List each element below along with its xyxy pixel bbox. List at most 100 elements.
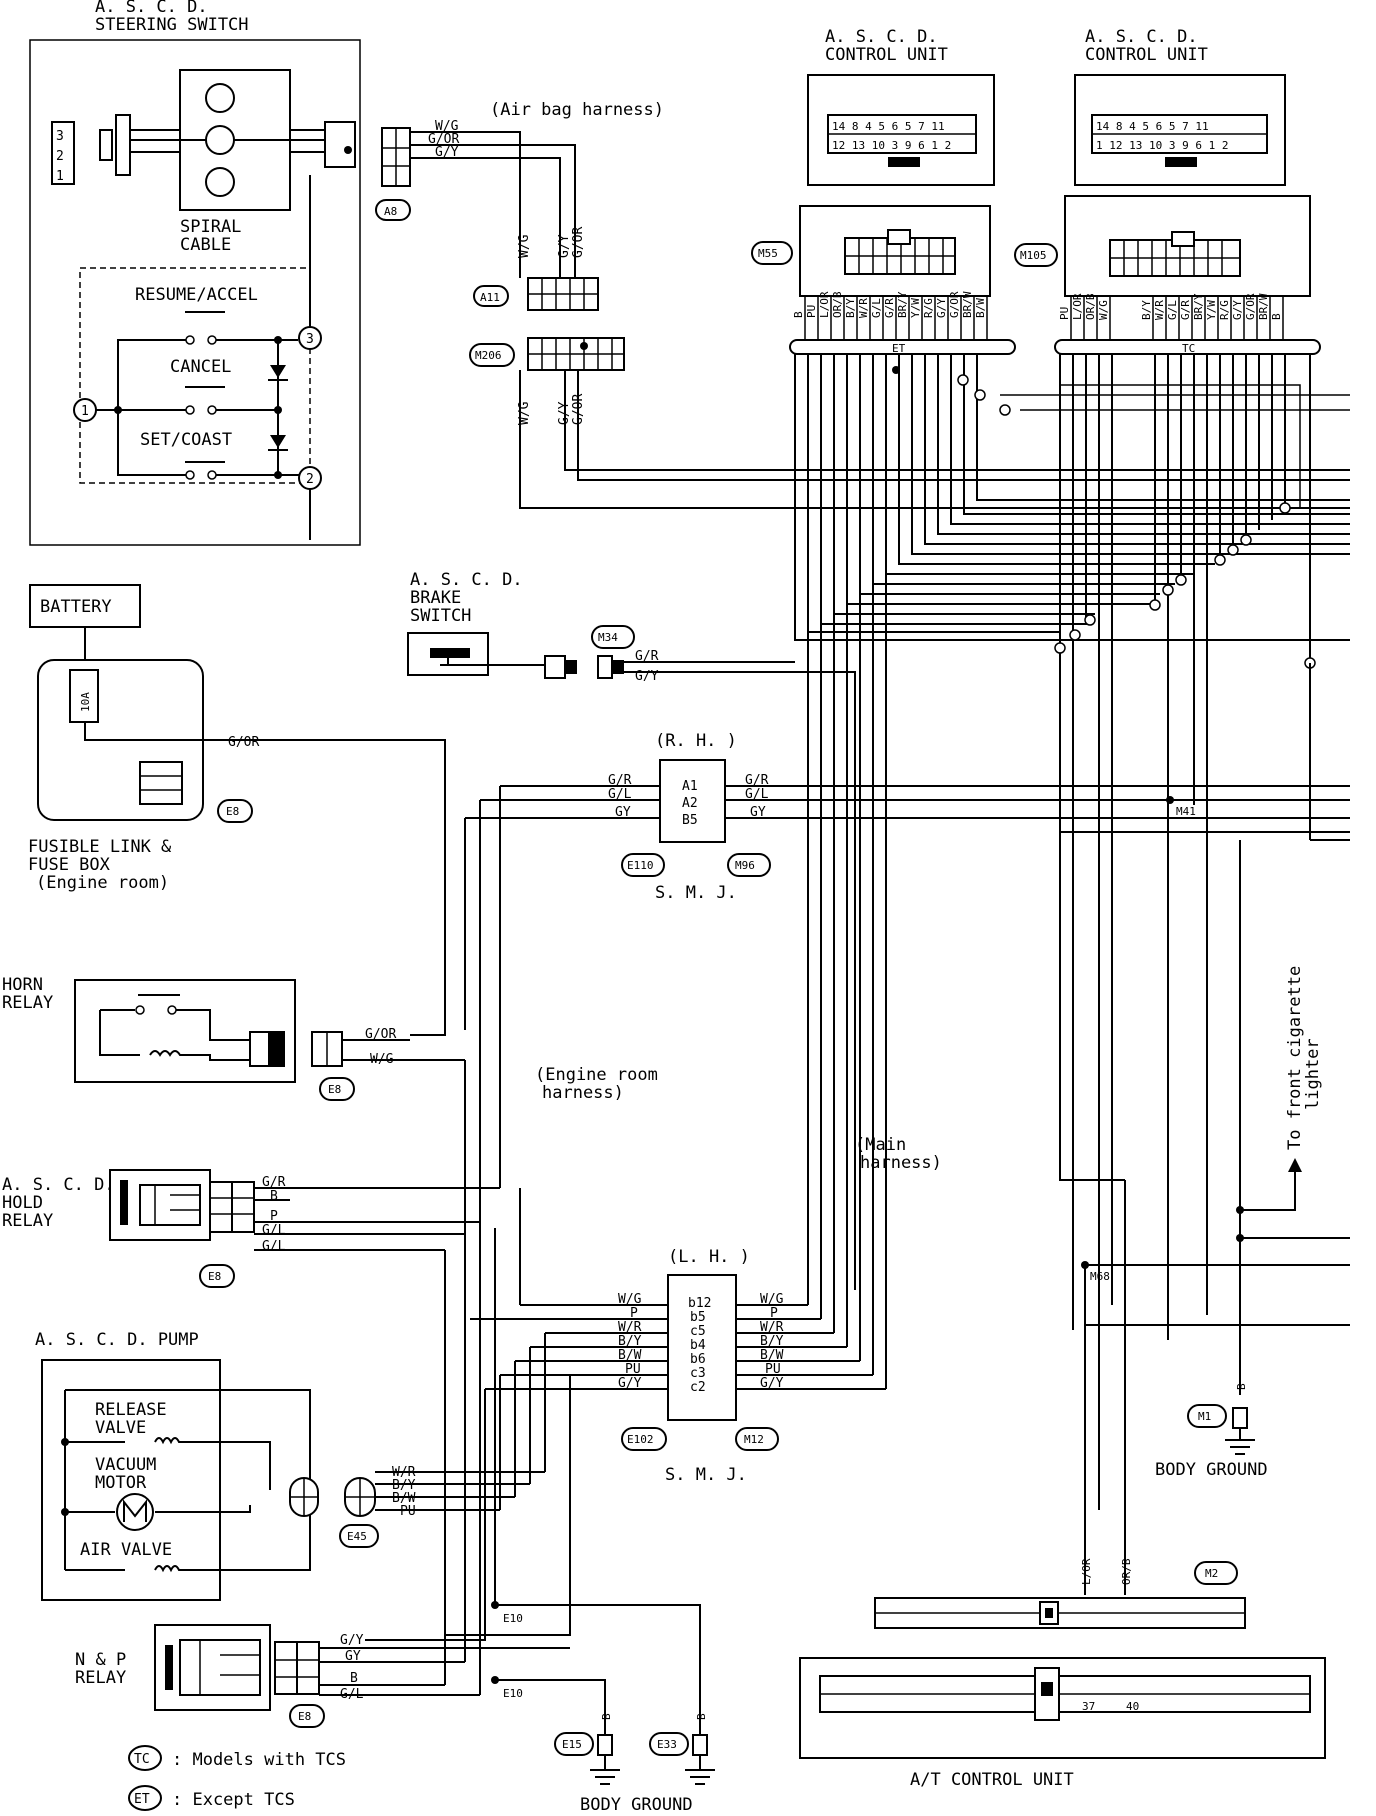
e15-wire-b: B <box>600 1713 613 1720</box>
hold-relay-label-1: A. S. C. D. <box>2 1175 115 1195</box>
m105-label: M105 <box>1020 249 1047 262</box>
e15-tag <box>554 1732 594 1756</box>
m12-label: M12 <box>744 1433 764 1446</box>
battery-label: BATTERY <box>40 597 112 617</box>
svg-text:STEERING SWITCH: STEERING SWITCH <box>95 15 249 35</box>
legend-et-text: : Except TCS <box>172 1790 295 1810</box>
set-coast-label: SET/COAST <box>140 430 232 450</box>
smj-rh-l-gy: GY <box>615 805 631 820</box>
smj-lh-pin-c3: c3 <box>690 1366 706 1381</box>
et-pin-gl: G/L <box>870 298 883 318</box>
m55-tag <box>751 241 793 265</box>
legend-et-badge <box>128 1785 162 1811</box>
np-wire-gl: G/L <box>340 1687 364 1702</box>
airbag-wire-gy: G/Y <box>435 145 459 160</box>
e15-label: E15 <box>562 1738 582 1751</box>
smj-lh: (L. H. ) b12 b5 c5 b4 b6 c3 c2 W/G P W/R… <box>470 1247 886 1485</box>
tc-pin-gor: G/OR <box>1244 293 1257 320</box>
battery-block: BATTERY 10A G/OR E8 FUSIBLE LINK & FUSE … <box>28 584 446 1036</box>
tc-pin-gr: G/R <box>1179 300 1192 320</box>
pump-vacuum-1: VACUUM <box>95 1455 156 1475</box>
at-wire-orb: OR/B <box>1120 1558 1133 1585</box>
smj-lh-l-wr: W/R <box>618 1320 642 1335</box>
brake-switch-block: A. S. C. D. BRAKE SWITCH M34 G/R G/Y <box>407 570 856 1290</box>
et-pin-gr: G/R <box>883 298 896 318</box>
hold-wire-b: B <box>270 1189 278 1204</box>
e110-tag <box>621 853 665 877</box>
steering-plug-body <box>115 114 131 176</box>
m68-label: M68 <box>1090 1270 1110 1283</box>
et-pin-labels: B PU L/OR OR/B B/Y W/R G/L G/R BR/Y Y/W … <box>792 291 987 318</box>
pump-release-1: RELEASE <box>95 1400 167 1420</box>
pump-wire-pu: PU <box>400 1504 416 1519</box>
m96-label: M96 <box>735 859 755 872</box>
tc-pin-orb: OR/B <box>1084 293 1097 320</box>
smj-lh-r-pu: PU <box>765 1362 781 1377</box>
smj-rh-r-gy: GY <box>750 805 766 820</box>
m12-tag <box>735 1427 779 1451</box>
m41-label: M41 <box>1176 805 1196 818</box>
spiral-label-1: SPIRAL <box>180 217 241 237</box>
smj-lh-l-bw: B/W <box>618 1348 642 1363</box>
smj-rh-r-gl: G/L <box>745 787 769 802</box>
body-ground-label-bottom: BODY GROUND <box>580 1795 693 1815</box>
fusible-link-label-2: FUSE BOX <box>28 855 111 875</box>
ascd-control-unit-tc: A. S. C. D. CONTROL UNIT 14 8 4 5 6 5 7 … <box>1014 27 1321 355</box>
et-pin-gor: G/OR <box>948 291 961 318</box>
at-wire-lor: L/OR <box>1080 1558 1093 1585</box>
tc-pin-yw: Y/W <box>1205 300 1218 320</box>
e33-tag <box>649 1732 689 1756</box>
cu-tc-pins-top: 14 8 4 5 6 5 7 11 <box>1096 120 1209 133</box>
at-cu-label: A/T CONTROL UNIT <box>910 1770 1074 1790</box>
m1-body-ground: M68 B M1 BODY GROUND <box>1081 1261 1268 1480</box>
pump-wire-bw: B/W <box>392 1491 416 1506</box>
e8-hold-label: E8 <box>208 1270 221 1283</box>
np-relay-label-2: RELAY <box>75 1668 126 1688</box>
smj-rh-title: (R. H. ) <box>655 731 737 751</box>
pump-wire-wr: W/R <box>392 1465 416 1480</box>
hold-wire-p: P <box>270 1209 278 1224</box>
cancel-label: CANCEL <box>170 357 231 377</box>
et-bus <box>789 339 1016 355</box>
smj-lh-pin-c2: c2 <box>690 1380 706 1395</box>
tc-pin-rg: R/G <box>1218 300 1231 320</box>
resume-accel-label: RESUME/ACCEL <box>135 285 258 305</box>
smj-lh-pin-b4: b4 <box>690 1338 706 1353</box>
steering-switch: A. S. C. D. STEERING SWITCH 3 2 1 SPIRAL… <box>29 0 361 546</box>
smj-lh-pin-c5: c5 <box>690 1324 706 1339</box>
a8-label: A8 <box>384 205 397 218</box>
hold-wire-gl2: G/L <box>262 1239 286 1254</box>
legend-tc-badge <box>128 1745 162 1771</box>
e45-tag <box>339 1524 379 1548</box>
smj-rh-pin-a1: A1 <box>682 779 698 794</box>
m2-tag <box>1194 1561 1238 1585</box>
tc-bus-label: TC <box>1182 342 1195 355</box>
tc-pin-wr: W/R <box>1153 300 1166 320</box>
e33-wire-b: B <box>695 1713 708 1720</box>
steering-connector <box>51 121 75 185</box>
et-pin-bw: B/W <box>974 298 987 318</box>
m96-tag <box>727 853 771 877</box>
et-pin-brw: BR/W <box>961 291 974 318</box>
smj-lh-l-pu: PU <box>625 1362 641 1377</box>
e8-tag-hold <box>199 1264 235 1288</box>
smj-rh: (R. H. ) A1 A2 B5 G/R G/L GY G/R G/L GY … <box>465 731 1350 903</box>
steering-plug <box>99 129 113 161</box>
cigarette-label-1: To front cigarette <box>1285 966 1305 1150</box>
smj-rh-caption: S. M. J. <box>655 883 737 903</box>
et-bus-label: ET <box>892 342 906 355</box>
hold-wire-gr: G/R <box>262 1175 286 1190</box>
at-pin-40: 40 <box>1126 1700 1139 1713</box>
e8-horn-label: E8 <box>328 1083 341 1096</box>
hold-relay-label-3: RELAY <box>2 1211 53 1231</box>
legend: TC : Models with TCS ET : Except TCS <box>128 1745 346 1811</box>
brake-switch-label-2: BRAKE <box>410 588 461 608</box>
ascd-control-unit-et: A. S. C. D. CONTROL UNIT 14 8 4 5 6 5 7 … <box>751 27 1016 355</box>
switch-box <box>79 267 311 484</box>
tc-pin-bry: BR/Y <box>1192 293 1205 320</box>
pump-release-2: VALVE <box>95 1418 146 1438</box>
spiral-coil-1 <box>205 83 235 113</box>
at-pin-37: 37 <box>1082 1700 1095 1713</box>
steering-pin-1: 1 <box>56 169 64 184</box>
